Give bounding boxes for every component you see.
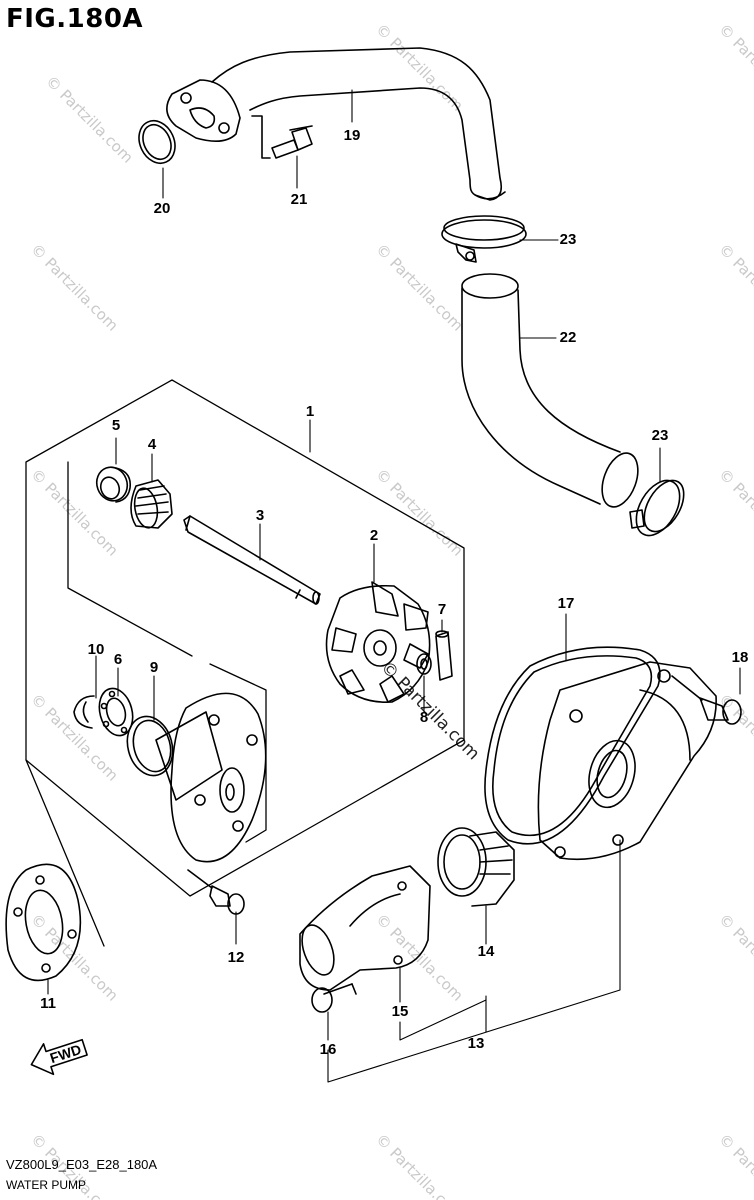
part-label-5: 5 <box>111 417 121 434</box>
part-label-12: 12 <box>227 949 245 966</box>
part-10-circlip <box>73 695 95 729</box>
part-5-seal <box>95 466 132 503</box>
part-label-18: 18 <box>731 649 749 666</box>
part-23-hose-clamp-upper <box>441 215 527 263</box>
part-label-2: 2 <box>369 527 379 544</box>
part-16-screw <box>311 983 357 1013</box>
part-4-mechanical-seal <box>130 479 173 529</box>
part-18-bolt <box>671 675 742 725</box>
part-9-o-ring <box>126 715 174 777</box>
part-label-9: 9 <box>149 659 159 676</box>
part-14-thermostat <box>437 827 515 907</box>
part-11-gasket <box>5 863 82 982</box>
part-22-hose <box>461 273 639 508</box>
part-23-hose-clamp-lower <box>629 479 685 537</box>
watermark-text: © Partzilla.com <box>27 910 122 1005</box>
part-19-water-pipe <box>166 47 506 201</box>
part-label-4: 4 <box>147 436 157 453</box>
watermark-text: © Partzilla.com <box>42 72 137 167</box>
part-7-pin <box>435 630 453 681</box>
watermark-text: © Partzilla.com <box>715 1130 754 1200</box>
fwd-direction-badge: FWD <box>30 1038 88 1076</box>
watermark-group: © Partzilla.com © Partzilla.com © Partzi… <box>27 20 754 1200</box>
watermark-text: © Partzilla.com <box>715 690 754 785</box>
part-1-pump-housing <box>155 692 267 863</box>
part-13-water-pump-cover <box>537 661 717 861</box>
part-label-13: 13 <box>467 1035 485 1052</box>
part-label-11: 11 <box>40 995 56 1012</box>
part-label-15: 15 <box>391 1003 409 1020</box>
part-label-19: 19 <box>343 127 361 144</box>
part-label-14: 14 <box>477 943 495 960</box>
part-8-washer <box>416 653 432 675</box>
part-17-gasket <box>484 646 661 845</box>
part-label-7: 7 <box>437 601 447 618</box>
part-label-16: 16 <box>319 1041 337 1058</box>
figure-name: WATER PUMP <box>6 1178 86 1192</box>
part-label-10: 10 <box>87 641 105 658</box>
watermark-text: © Partzilla.com <box>715 240 754 335</box>
figure-title: FIG.180A <box>6 4 144 34</box>
part-label-21: 21 <box>290 191 308 208</box>
watermark-text: © Partzilla.com <box>715 910 754 1005</box>
part-6-bearing <box>98 687 134 737</box>
leader-lines <box>47 89 741 1083</box>
part-3-shaft <box>183 515 321 605</box>
part-label-20: 20 <box>153 200 171 217</box>
figure-code: VZ800L9_E03_E28_180A <box>6 1157 158 1172</box>
watermark-text: © Partzilla.com <box>372 910 467 1005</box>
part-2-impeller <box>325 581 431 703</box>
watermark-text: © Partzilla.com <box>372 1130 467 1200</box>
part-label-23-lower: 23 <box>651 427 669 444</box>
watermark-text: © Partzilla.com <box>715 20 754 115</box>
part-21-bolt <box>251 115 313 159</box>
watermark-text: © Partzilla.com <box>372 240 467 335</box>
watermark-text: © Partzilla.com <box>715 465 754 560</box>
watermark-text: © Partzilla.com <box>27 465 122 560</box>
part-label-23-upper: 23 <box>559 231 577 248</box>
part-label-22: 22 <box>559 329 577 346</box>
part-20-o-ring <box>138 120 176 164</box>
part-label-3: 3 <box>255 507 265 524</box>
part-label-6: 6 <box>113 651 123 668</box>
watermark-text: © Partzilla.com <box>27 240 122 335</box>
part-label-8: 8 <box>419 709 429 726</box>
part-label-1: 1 <box>305 403 315 420</box>
part-label-17: 17 <box>557 595 575 612</box>
assembly-frame-part-1 <box>25 379 465 947</box>
part-15-thermostat-cover <box>299 865 431 991</box>
watermark-text: © Partzilla.com <box>372 465 467 560</box>
